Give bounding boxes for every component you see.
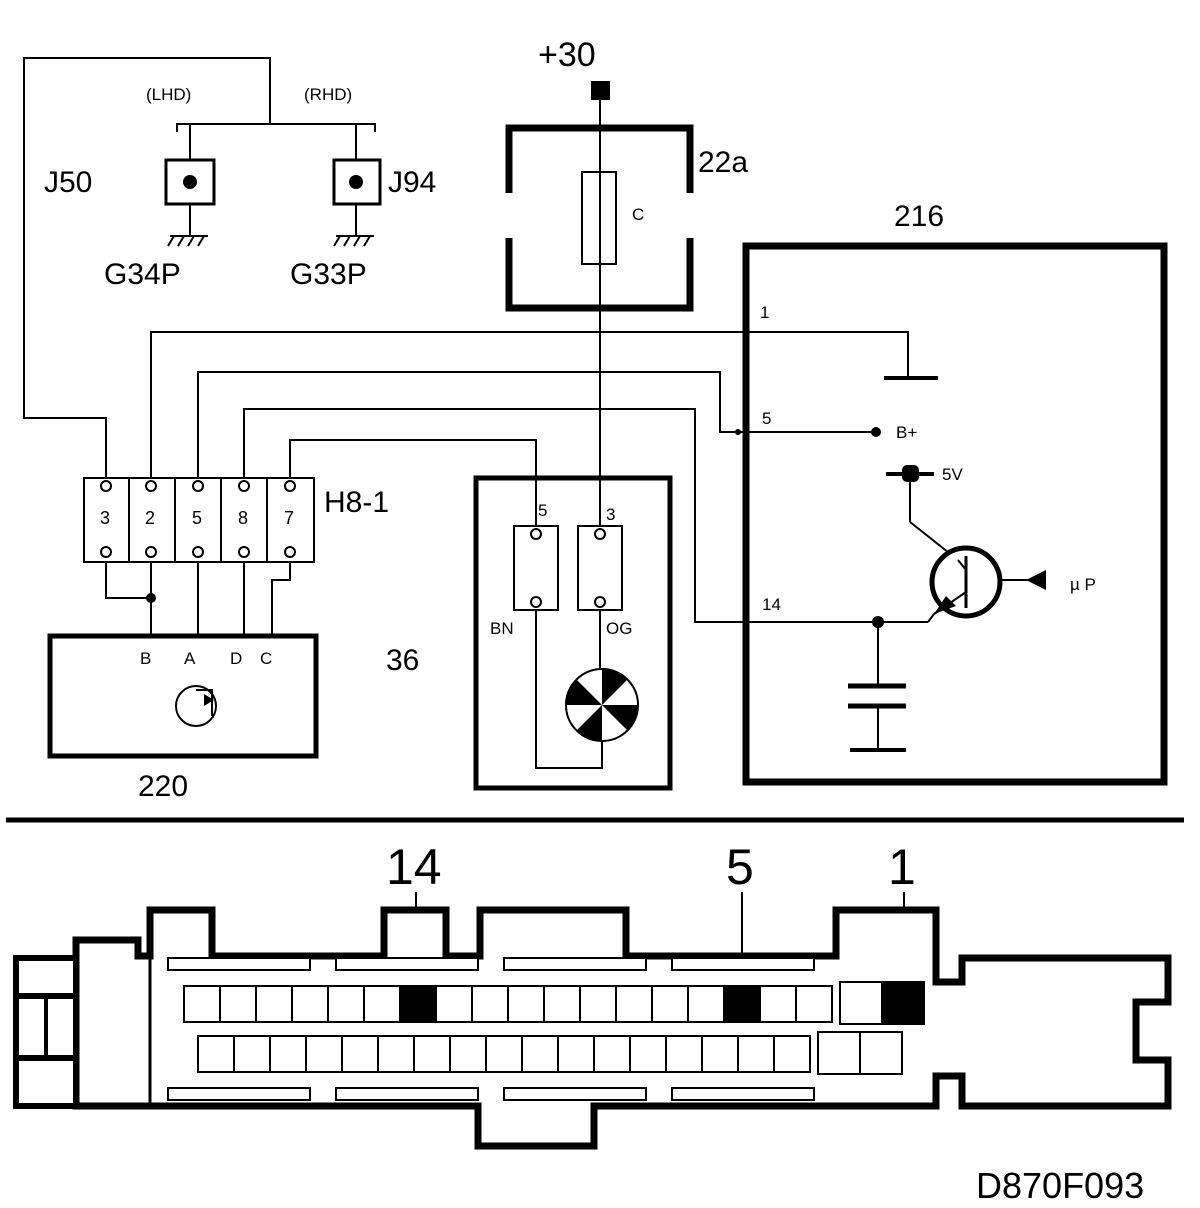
module-label: 216 [894,200,944,233]
jack-j50 [164,158,216,247]
wire-pin2 [150,331,909,478]
g33p-label: G33P [290,258,367,291]
plus30-label: +30 [538,36,596,74]
jack-j94 [332,158,382,247]
callout-5: 5 [726,839,754,895]
lamp-bn-label: BN [490,619,514,638]
module-pin1: 1 [760,303,769,322]
lamp-pin-5: 5 [538,501,547,520]
j50-label: J50 [44,166,92,199]
connector-pinout-view [13,906,1172,1150]
lamp-pin-3: 3 [606,505,615,524]
module-pin5: 5 [762,409,771,428]
lamp-connector-left [513,525,559,611]
five-v-terminal [902,465,919,482]
sensor-symbol [175,685,217,727]
callout-1: 1 [888,839,916,895]
wire-pin7 [289,439,537,528]
connector-label: H8-1 [324,486,389,519]
lamp-unit-36 [473,475,673,791]
module-216 [742,242,1168,786]
b-plus-terminal [871,427,881,437]
h8-pin: 2 [145,508,155,528]
fuse-box [505,124,694,312]
mu-p-label: µ P [1070,575,1096,594]
sensor-220 [47,633,319,759]
sensor-pin-d: D [230,649,242,668]
sensor-label: 220 [138,770,188,803]
g34p-label: G34P [104,258,181,291]
h8-pin: 7 [284,508,294,528]
module-pin14: 14 [762,595,781,614]
five-v-label: 5V [942,465,963,484]
mu-p-arrow [1026,570,1046,590]
lhd-label: (LHD) [146,85,191,104]
transistor [927,545,1003,623]
lhd-rhd-bracket [176,123,376,132]
diagram-code: D870F093 [976,1165,1144,1206]
wire-pin8 [243,408,928,623]
wires [23,57,1040,769]
wire-pin5 [197,371,876,478]
callout-14: 14 [386,839,442,895]
j94-label: J94 [388,166,436,199]
b-plus-label: B+ [896,423,917,442]
sensor-pin-c: C [260,649,272,668]
sensor-pin-a: A [184,649,196,668]
fuse-box-label: 22a [698,146,748,179]
plus30-terminal [591,81,610,100]
rhd-label: (RHD) [304,85,352,104]
lamp-bulb [565,668,639,742]
lamp-og-label: OG [606,619,632,638]
h8-pin: 5 [192,508,202,528]
fuse-label: C [632,205,644,224]
h8-pin: 8 [238,508,248,528]
lamp-unit-label: 36 [386,644,419,677]
h8-pin: 3 [100,508,110,528]
lamp-connector-right [577,525,623,611]
sensor-pin-b: B [140,649,151,668]
connector-h8-1: 3 2 5 8 7 [83,477,315,563]
wire-pin3 [23,57,271,478]
